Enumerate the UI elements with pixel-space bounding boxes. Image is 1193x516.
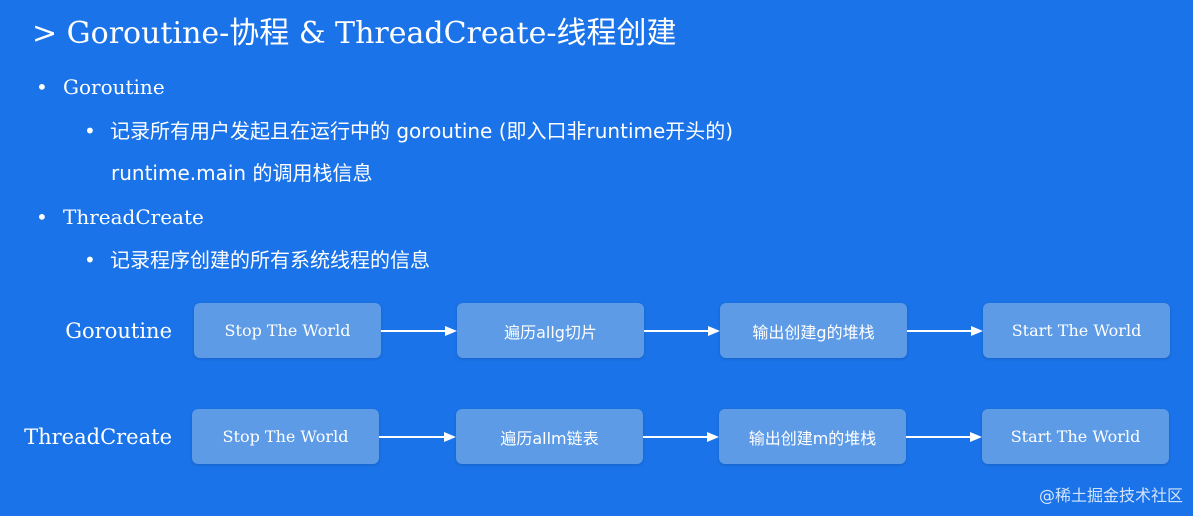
bullet-threadcreate: • ThreadCreate (36, 202, 204, 232)
sub-bullet-text: 记录程序创建的所有系统线程的信息 (110, 248, 430, 272)
watermark: @稀土掘金技术社区 (1038, 486, 1183, 505)
flow-step-iterate-allg: 遍历allg切片 (457, 303, 644, 358)
sub-bullet-text: 记录所有用户发起且在运行中的 goroutine (即入口非runtime开头的… (110, 119, 734, 143)
flow-arrow (381, 326, 457, 336)
sub-bullet-threadcreate: • 记录程序创建的所有系统线程的信息 (84, 245, 430, 275)
sub-bullet-continuation: runtime.main 的调用栈信息 (111, 161, 373, 185)
flow-step-stop-world: Stop The World (192, 409, 379, 464)
flow-arrow (906, 432, 982, 442)
bullet-dot: • (84, 119, 96, 143)
bullet-dot: • (36, 75, 48, 99)
flow-label-goroutine: Goroutine (65, 319, 172, 343)
bullet-label: Goroutine (63, 75, 165, 99)
flow-arrow (907, 326, 983, 336)
flow-step-stop-world: Stop The World (194, 303, 381, 358)
flow-step-start-world: Start The World (982, 409, 1169, 464)
flow-arrow (644, 326, 720, 336)
slide-title: > Goroutine-协程 & ThreadCreate-线程创建 (32, 16, 677, 51)
flow-arrow (379, 432, 456, 442)
flow-arrow (643, 432, 719, 442)
flow-step-output-g-stack: 输出创建g的堆栈 (720, 303, 907, 358)
flow-step-iterate-allm: 遍历allm链表 (456, 409, 643, 464)
flow-step-output-m-stack: 输出创建m的堆栈 (719, 409, 906, 464)
sub-bullet-goroutine: • 记录所有用户发起且在运行中的 goroutine (即入口非runtime开头… (84, 116, 733, 146)
flow-step-start-world: Start The World (983, 303, 1170, 358)
bullet-goroutine: • Goroutine (36, 72, 165, 102)
bullet-dot: • (36, 205, 48, 229)
flow-label-threadcreate: ThreadCreate (24, 425, 172, 449)
bullet-label: ThreadCreate (63, 205, 204, 229)
bullet-dot: • (84, 248, 96, 272)
